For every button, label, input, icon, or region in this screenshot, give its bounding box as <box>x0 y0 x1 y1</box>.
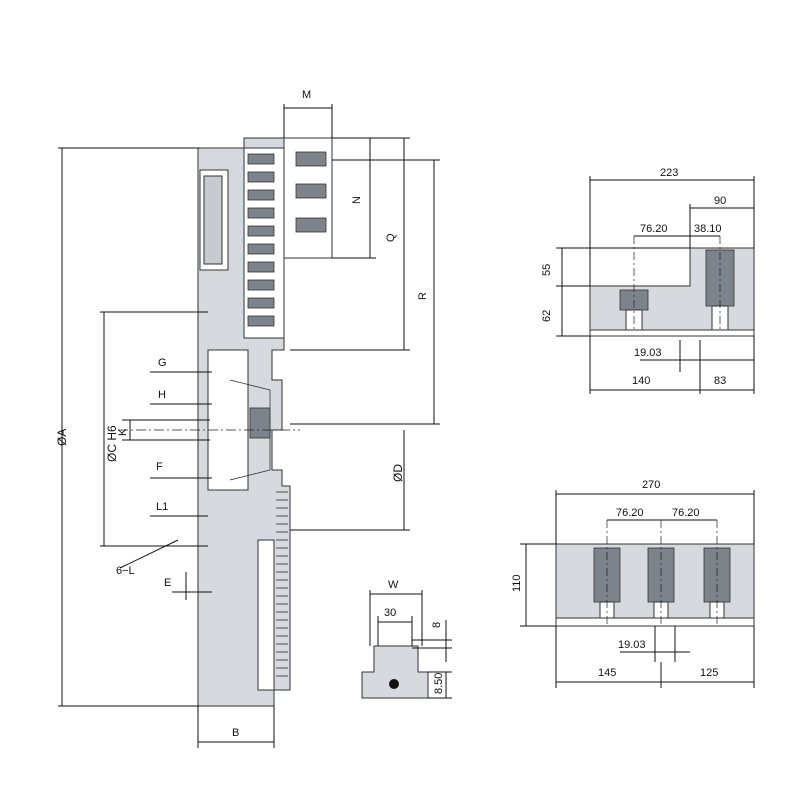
label-125: 125 <box>700 667 718 679</box>
top-right-view: 223 90 76.20 38.10 55 62 19.03 140 83 <box>541 167 755 394</box>
dim-line-145-125 <box>555 626 755 688</box>
label-7620-b: 76.20 <box>672 507 700 519</box>
label-55: 55 <box>541 264 553 276</box>
drawbar-nut <box>249 407 271 439</box>
dim-line-270 <box>555 490 755 544</box>
label-M: M <box>302 89 311 101</box>
tr-base <box>589 329 755 337</box>
label-L1: L1 <box>156 501 168 513</box>
label-1903-b: 19.03 <box>618 639 646 651</box>
label-R: R <box>417 292 429 300</box>
label-W: W <box>388 579 399 591</box>
bottom-right-view: 270 76.20 76.20 110 19.03 145 125 <box>511 479 755 688</box>
lower-serrations <box>276 491 288 677</box>
slot-insert <box>203 175 223 265</box>
dim-line-K <box>122 419 210 441</box>
label-phi-A: ØA <box>55 429 69 446</box>
label-N: N <box>351 196 363 204</box>
label-90: 90 <box>714 195 726 207</box>
dim-line-small <box>150 371 212 517</box>
label-K: K <box>117 428 129 436</box>
dim-line-1903-b <box>620 626 690 662</box>
dim-line-55-62 <box>556 247 690 337</box>
dim-line-110 <box>520 543 556 627</box>
dim-line-8 <box>412 620 452 662</box>
label-140: 140 <box>632 375 650 387</box>
label-phi-C: ØC H6 <box>105 425 119 462</box>
dim-line-1903 <box>640 340 754 372</box>
dim-line-140-83 <box>589 336 755 394</box>
dim-line-223 <box>589 176 755 286</box>
label-F: F <box>156 461 163 473</box>
dim-line-W <box>369 590 423 646</box>
dim-line-Q <box>290 137 410 351</box>
br-center-lines <box>606 520 718 626</box>
label-30: 30 <box>384 607 396 619</box>
label-850: 8.50 <box>433 673 445 694</box>
label-E: E <box>164 577 171 589</box>
dim-line-M <box>283 104 333 138</box>
label-6L: 6−L <box>116 565 135 577</box>
dim-line-90 <box>689 204 754 248</box>
label-7620-a: 76.20 <box>616 507 644 519</box>
dim-line-D <box>290 430 410 531</box>
dim-line-B <box>197 706 275 748</box>
label-145: 145 <box>598 667 616 679</box>
jaw-bolt-2 <box>295 183 327 199</box>
jaw-bolt-3 <box>295 217 327 233</box>
slot-hole <box>389 679 399 689</box>
label-phi-D: ØD <box>391 464 405 482</box>
label-1903: 19.03 <box>634 347 662 359</box>
label-110: 110 <box>511 574 523 592</box>
label-7620: 76.20 <box>640 223 668 235</box>
dim-line-A <box>58 147 200 707</box>
label-62: 62 <box>541 310 553 322</box>
label-3810: 38.10 <box>694 223 722 235</box>
jaw-bolt-1 <box>295 151 327 167</box>
label-G: G <box>158 357 167 369</box>
slot-profile <box>361 645 429 699</box>
label-Q: Q <box>385 233 397 242</box>
label-83: 83 <box>714 375 726 387</box>
label-270: 270 <box>642 479 660 491</box>
dim-line-R <box>290 159 440 425</box>
br-base <box>555 617 755 627</box>
label-223: 223 <box>660 167 678 179</box>
label-H: H <box>158 389 166 401</box>
jaw-teeth <box>247 153 275 327</box>
dim-line-C <box>100 311 208 547</box>
label-B: B <box>232 727 239 739</box>
lower-strip <box>257 539 275 691</box>
dim-line-850 <box>428 671 452 699</box>
dim-line-30 <box>377 616 413 646</box>
slot-detail-view: W 30 8 8.50 <box>361 579 452 699</box>
center-bore <box>207 349 249 491</box>
dim-line-6L-E <box>119 539 212 600</box>
label-8: 8 <box>431 622 443 628</box>
main-section-view: M N Q R G H K F L1 6−L E B ØA ØC H6 ØD <box>55 89 440 748</box>
